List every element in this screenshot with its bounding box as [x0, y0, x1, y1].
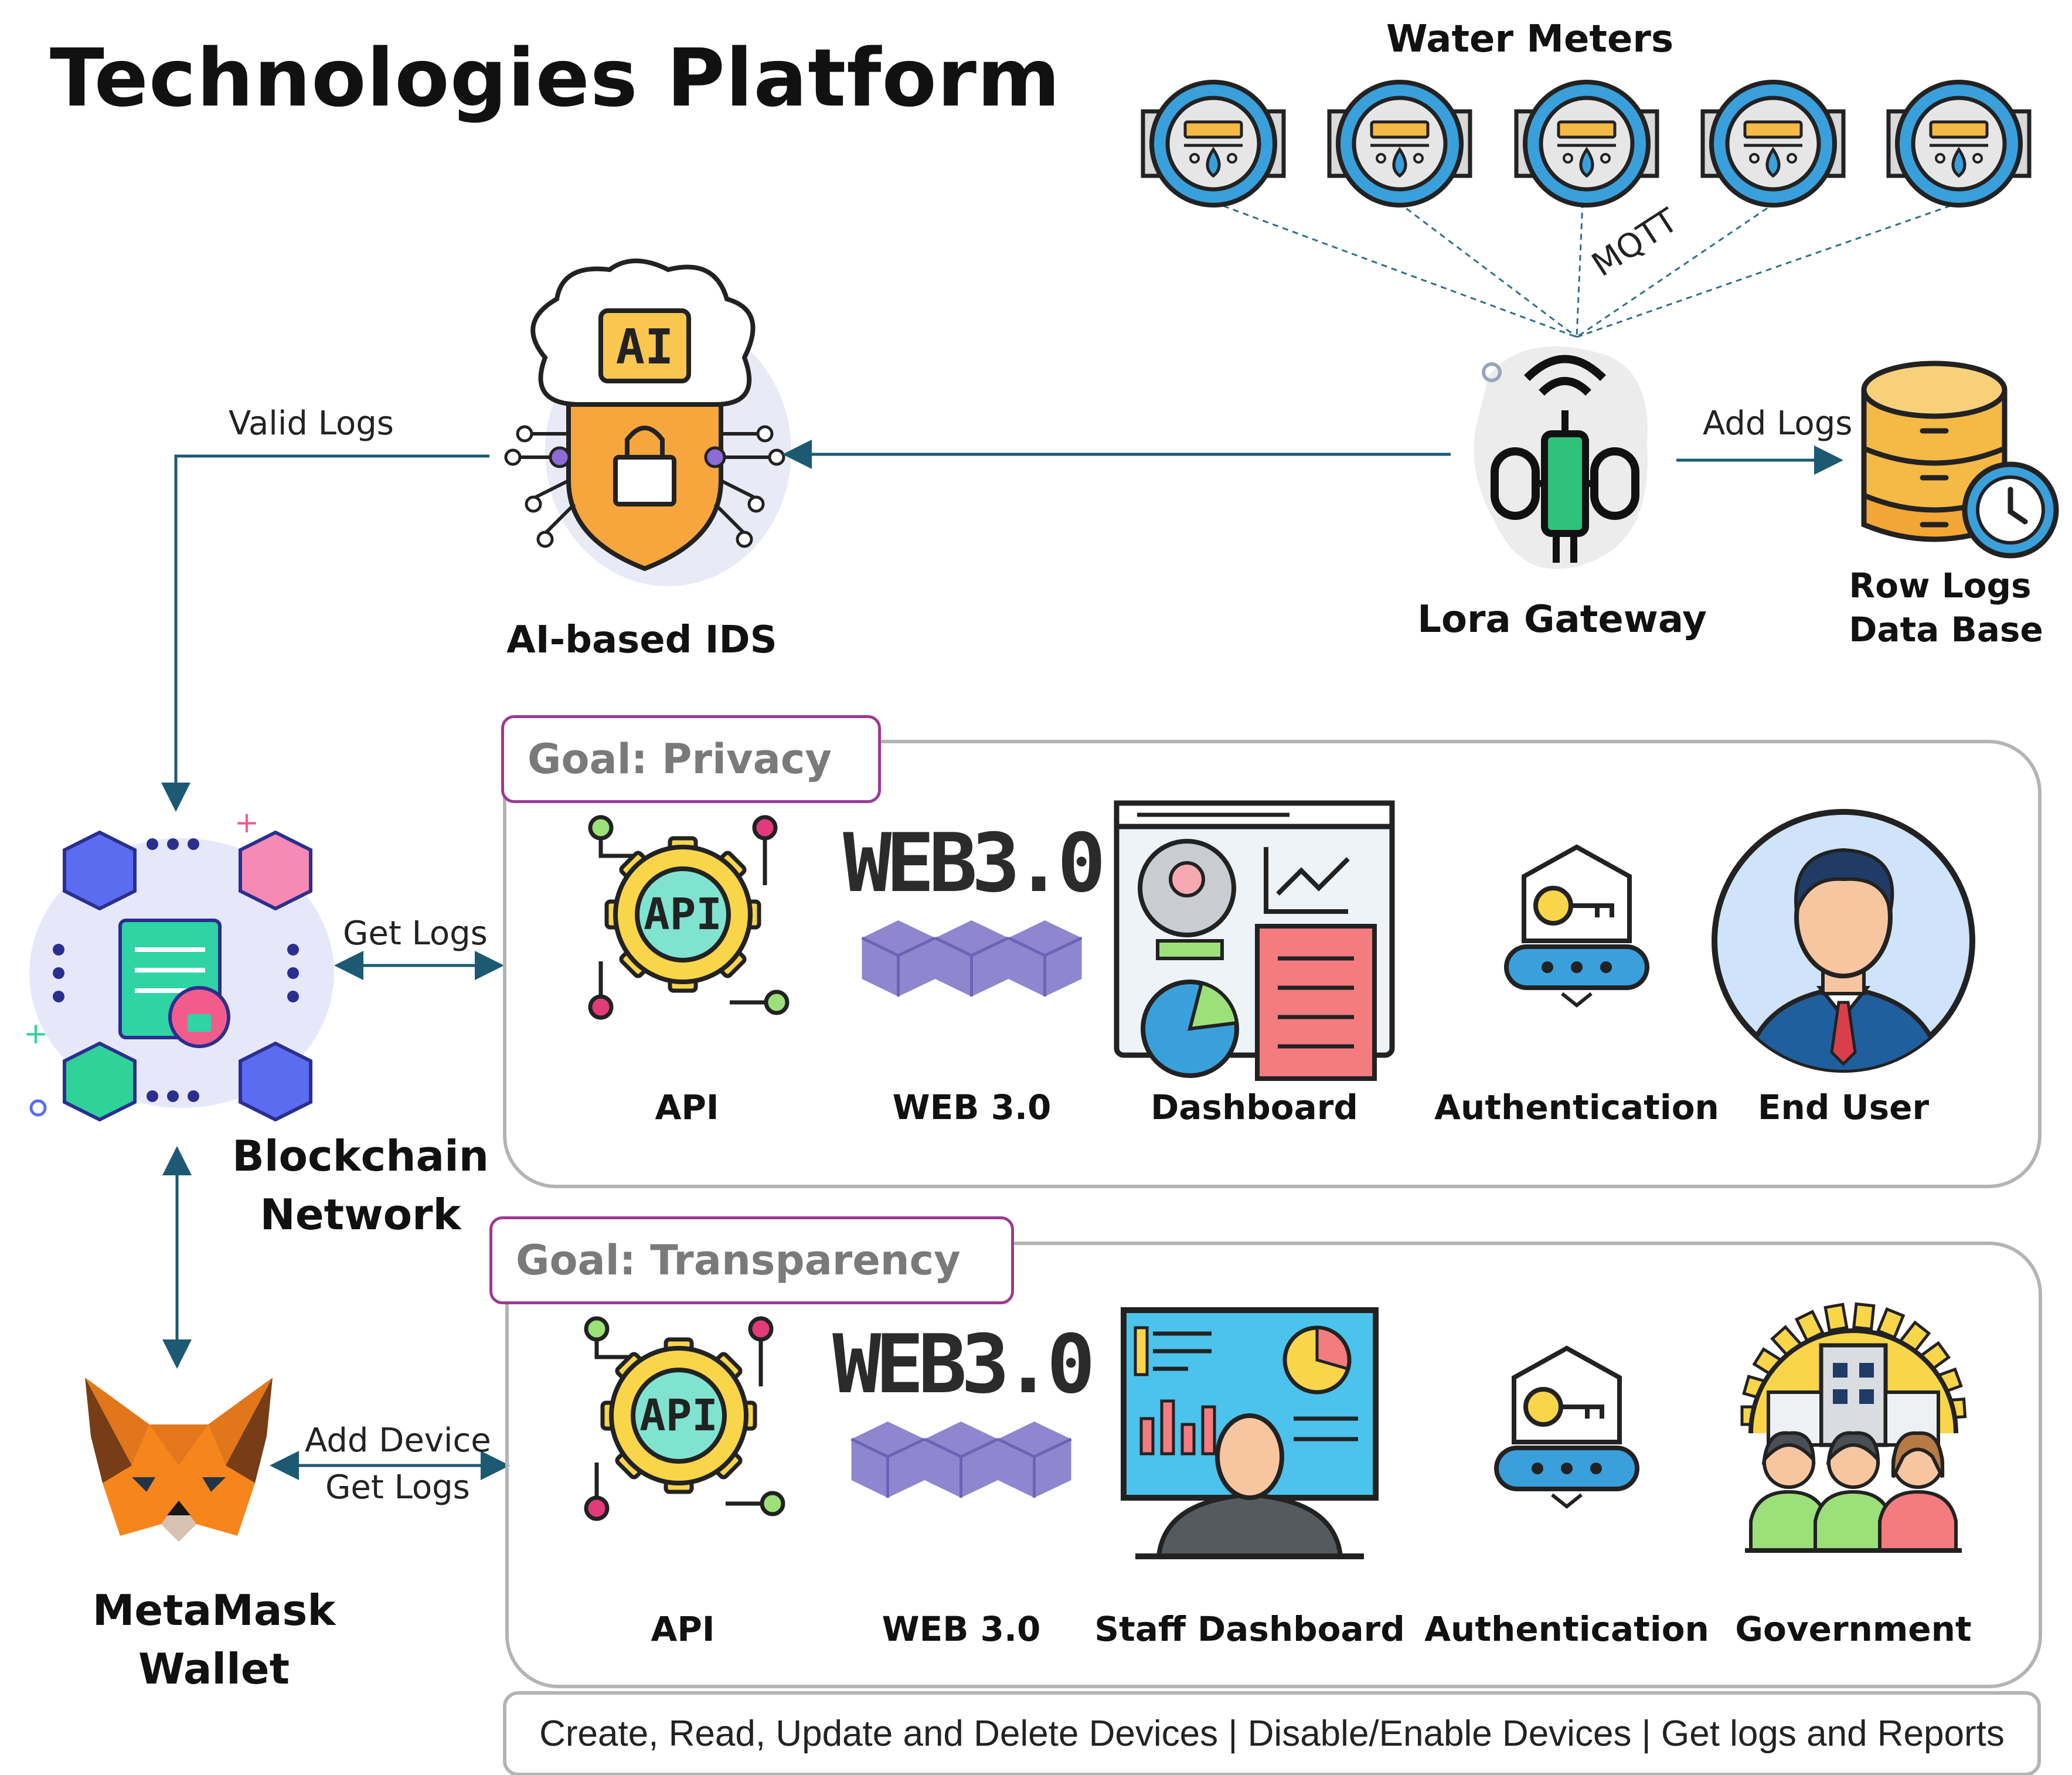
- transparency-item-label: Authentication: [1424, 1609, 1709, 1649]
- get-logs-label: Get Logs: [343, 914, 488, 953]
- database-clock-icon: [1861, 361, 2059, 559]
- db-label-line2: Data Base: [1849, 610, 2043, 650]
- wallet-get-logs-label: Get Logs: [325, 1468, 470, 1507]
- privacy-item-label: Dashboard: [1151, 1087, 1358, 1127]
- privacy-item-label: API: [655, 1087, 719, 1127]
- page-title: Technologies Platform: [50, 32, 1061, 125]
- privacy-item-label: Authentication: [1434, 1087, 1719, 1127]
- valid-logs-label: Valid Logs: [229, 404, 394, 443]
- api-gear-icon: API: [588, 815, 789, 1020]
- svg-text:API: API: [644, 889, 722, 940]
- water-meter-icon: [1141, 80, 1286, 208]
- privacy-item-label: WEB 3.0: [892, 1087, 1052, 1127]
- blockchain-label-line2: Network: [260, 1190, 461, 1239]
- svg-text:API: API: [639, 1390, 718, 1441]
- transparency-goal-label: Goal: Transparency: [489, 1216, 1014, 1304]
- db-label-line1: Row Logs: [1849, 566, 2032, 606]
- staff-dashboard-icon: [1121, 1307, 1379, 1559]
- privacy-panel: [503, 740, 2042, 1188]
- authentication-key-icon: [1494, 1345, 1639, 1509]
- svg-text:+: +: [23, 1016, 48, 1050]
- water-meter-icon: [1514, 80, 1659, 208]
- wallet-label-line1: MetaMask: [92, 1586, 336, 1635]
- metamask-fox-icon: [85, 1378, 273, 1542]
- api-gear-icon: API: [584, 1316, 785, 1521]
- svg-text:WEB3.0: WEB3.0: [832, 1317, 1090, 1412]
- transparency-item-label: WEB 3.0: [882, 1609, 1041, 1649]
- water-meter-icon: [1886, 80, 2032, 208]
- ai-ids-icon: AI: [504, 259, 791, 586]
- footer-capabilities: Create, Read, Update and Delete Devices …: [503, 1691, 2041, 1775]
- blockchain-label-line1: Blockchain: [232, 1131, 489, 1181]
- privacy-item-label: End User: [1757, 1087, 1930, 1127]
- water-meter-icon: [1700, 80, 1846, 208]
- dashboard-icon: [1114, 800, 1395, 1081]
- valid-logs-arrow: [161, 454, 489, 812]
- add-logs-label: Add Logs: [1703, 404, 1853, 443]
- svg-text:WEB3.0: WEB3.0: [843, 816, 1101, 910]
- web3-logo-icon: WEB3.0: [832, 1317, 1097, 1498]
- water-meter-icon: [1327, 80, 1472, 208]
- transparency-item-label: Staff Dashboard: [1094, 1609, 1405, 1649]
- privacy-goal-label: Goal: Privacy: [501, 715, 881, 803]
- transparency-item-label: API: [651, 1609, 715, 1649]
- end-user-icon: [1712, 809, 1975, 1073]
- ai-ids-label: AI-based IDS: [506, 618, 777, 662]
- gateway-label: Lora Gateway: [1417, 598, 1707, 641]
- transparency-item-label: Government: [1735, 1609, 1972, 1649]
- government-icon: [1740, 1302, 1967, 1553]
- wallet-label-line2: Wallet: [138, 1644, 290, 1694]
- authentication-key-icon: [1504, 844, 1649, 1008]
- svg-text:+: +: [234, 805, 259, 839]
- water-meters-title: Water Meters: [1386, 18, 1674, 61]
- blockchain-icon: + +: [23, 805, 334, 1122]
- ai-logo-text: AI: [616, 319, 674, 375]
- add-device-label: Add Device: [305, 1422, 491, 1460]
- gateway-icon: [1474, 346, 1648, 569]
- web3-logo-icon: WEB3.0: [843, 816, 1107, 997]
- transparency-panel: [505, 1242, 2042, 1688]
